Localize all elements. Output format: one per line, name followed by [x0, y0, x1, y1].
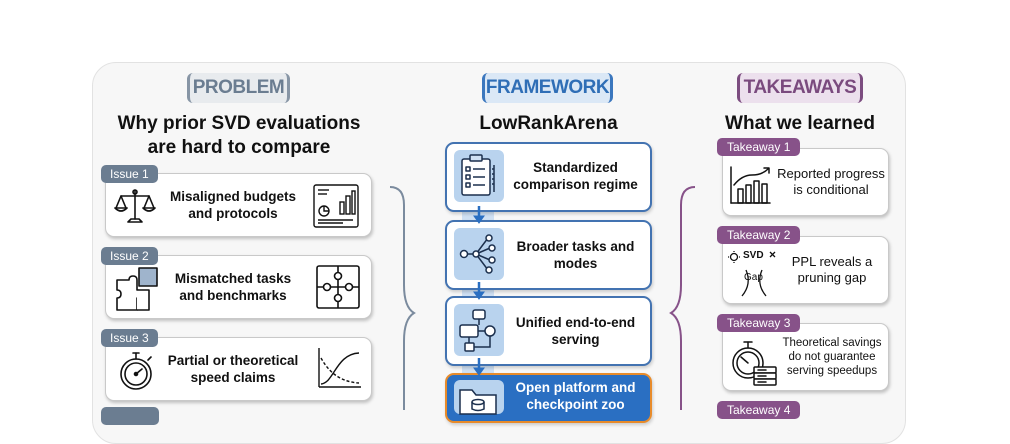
framework-step-1-line1: Standardized [533, 160, 618, 175]
report-chart-icon [313, 184, 359, 228]
stopwatch-icon [120, 352, 152, 390]
framework-step-3-line2: serving [551, 332, 600, 347]
takeaway-card-3 [722, 323, 889, 391]
issue-label-3: Issue 3 [101, 329, 158, 347]
curve-plot-icon [318, 348, 361, 388]
takeaway-label-1: Takeaway 1 [717, 138, 801, 156]
issue-text-1: Misaligned budgets and protocols [163, 188, 303, 222]
issue-3-line2: speed claims [190, 370, 276, 385]
takeaway-1-line2: is conditional [793, 182, 869, 197]
framework-step-2-line2: modes [553, 256, 598, 271]
problem-title-line1: Why prior SVD evaluations [117, 113, 361, 134]
issue-text-3: Partial or theoretical speed claims [163, 352, 303, 386]
problem-title: Why prior SVD evaluations are hard to co… [100, 112, 378, 160]
takeaway-3-line2: do not guarantee [788, 351, 876, 363]
takeaway-1-line1: Reported progress [777, 166, 885, 181]
takeaway-card-2 [722, 236, 889, 304]
framework-step-2-line1: Broader tasks and [516, 239, 635, 254]
stopwatch-server-icon [732, 341, 777, 386]
framework-step-4-line2: checkpoint zoo [526, 397, 625, 412]
balance-scale-icon [114, 189, 156, 223]
framework-step-4-line1: Open platform and [515, 380, 636, 395]
takeaway-text-3: Theoretical savings do not guarantee ser… [776, 336, 888, 378]
problem-title-line2: are hard to compare [147, 137, 331, 158]
takeaway-3-line1: Theoretical savings [782, 337, 882, 349]
framework-tag: FRAMEWORK [482, 73, 613, 103]
takeaway-label-4: Takeaway 4 [717, 401, 801, 419]
takeaways-tag: TAKEAWAYS [737, 73, 863, 103]
puzzle-grid-icon [316, 265, 360, 309]
problem-tag: PROBLEM [187, 73, 290, 103]
framework-step-3-line1: Unified end-to-end [515, 315, 636, 330]
issue-3-line1: Partial or theoretical [167, 353, 299, 368]
svd-gap-icon-bottom-label: Gap [744, 272, 763, 283]
issue-2-line1: Mismatched tasks [174, 271, 292, 286]
takeaway-label-2: Takeaway 2 [717, 226, 801, 244]
puzzle-pieces-icon [116, 267, 158, 311]
issue-label-1: Issue 1 [101, 165, 158, 183]
takeaway-text-2: PPL reveals a pruning gap [780, 254, 884, 286]
right-brace [669, 186, 696, 410]
left-brace [389, 186, 416, 410]
takeaway-text-1: Reported progress is conditional [775, 166, 887, 198]
issue-label-2: Issue 2 [101, 247, 158, 265]
svd-gap-icon [728, 251, 776, 297]
framework-step-1-line2: comparison regime [513, 177, 638, 192]
issue-text-2: Mismatched tasks and benchmarks [163, 270, 303, 304]
takeaway-3-line3: serving speedups [786, 365, 878, 377]
svd-gap-icon-top-label: SVD [743, 250, 764, 261]
takeaway-2-line2: pruning gap [797, 270, 867, 285]
framework-icons [454, 150, 504, 415]
issue-1-line2: and protocols [188, 206, 278, 221]
issue-1-line1: Misaligned budgets [169, 189, 296, 204]
takeaways-title: What we learned [725, 113, 875, 134]
framework-title: LowRankArena [479, 113, 618, 134]
issue-2-line2: and benchmarks [179, 288, 287, 303]
takeaway-label-3: Takeaway 3 [717, 314, 801, 332]
takeaway-2-line1: PPL reveals a [791, 254, 873, 269]
growth-chart-icon [730, 166, 771, 204]
takeaway-card-1 [722, 148, 889, 216]
